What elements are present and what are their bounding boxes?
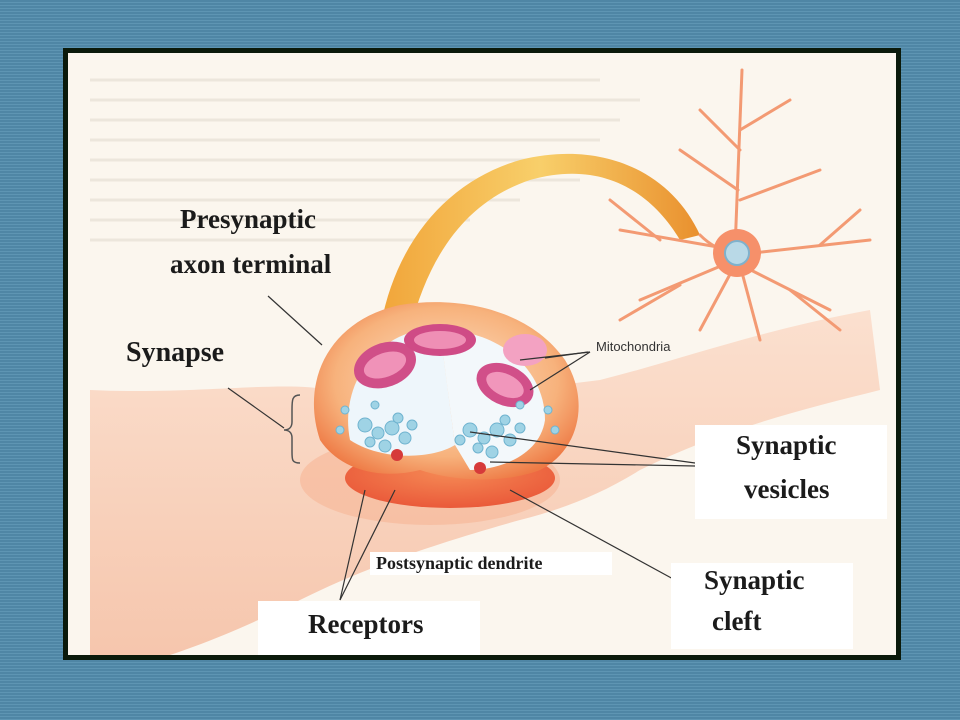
neuron-nucleus (724, 240, 750, 266)
synaptic-cleft-label-line1: Synaptic (704, 565, 805, 595)
synaptic-cleft-box (671, 563, 853, 649)
diagram-panel: Presynaptic axon terminal Synapse Mitoch… (68, 53, 896, 655)
neuron-branches (608, 68, 872, 342)
vesicles-group (335, 400, 560, 459)
mitochondria-group (354, 324, 547, 408)
presynaptic-label-line1: Presynaptic (180, 204, 316, 234)
leader-lines (227, 295, 696, 601)
axon-shape (380, 153, 700, 330)
fusing-vesicle-right (474, 462, 486, 474)
synaptic-vesicles-label-line2: vesicles (744, 474, 830, 504)
mitochondria-label: Mitochondria (596, 339, 671, 354)
receptors-label: Receptors (308, 609, 424, 639)
synapse-bracket (283, 394, 301, 464)
presynaptic-label-line2: axon terminal (170, 249, 332, 279)
synaptic-cleft-label-line2: cleft (712, 606, 762, 636)
fusing-vesicle-left (391, 449, 403, 461)
receptors-box (258, 601, 480, 655)
synapse-illustration (90, 68, 880, 655)
synaptic-vesicles-box (695, 425, 887, 519)
synapse-label: Synapse (126, 337, 225, 368)
synaptic-vesicles-label-line1: Synaptic (736, 430, 837, 460)
postsynaptic-dendrite-label: Postsynaptic dendrite (370, 552, 612, 575)
